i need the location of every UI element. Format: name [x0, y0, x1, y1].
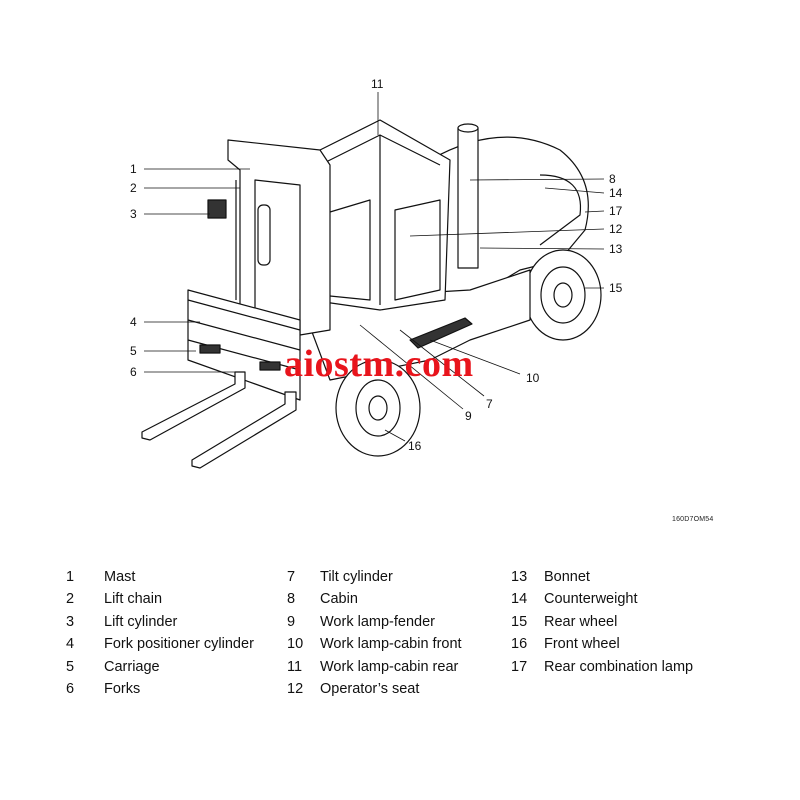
legend-label: Rear combination lamp [544, 658, 694, 675]
lift-cylinder-shape [207, 199, 227, 219]
legend-label: Work lamp-fender [320, 613, 435, 630]
legend-item: 9 Work lamp-fender [287, 611, 462, 633]
legend-label: Fork positioner cylinder [104, 636, 254, 653]
legend-item: 12 Operator’s seat [287, 678, 462, 700]
legend-number: 17 [511, 658, 528, 675]
legend-number: 15 [511, 613, 528, 630]
legend-item: 7 Tilt cylinder [287, 566, 462, 588]
forklift-diagram: 1 2 3 4 5 6 7 8 9 10 11 12 13 14 15 16 1… [130, 77, 623, 469]
legend-number: 11 [287, 658, 303, 675]
legend-item: 15 Rear wheel [511, 611, 693, 633]
watermark: aiostm.com [284, 343, 474, 385]
legend-label: Rear wheel [544, 613, 618, 630]
legend-label: Work lamp-cabin front [320, 636, 462, 653]
callout-1: 1 [130, 162, 137, 176]
fork-right-shape [191, 391, 297, 469]
callout-6: 6 [130, 365, 137, 379]
callout-4: 4 [130, 315, 137, 329]
exhaust-stack-shape [457, 127, 479, 269]
legend-label: Work lamp-cabin rear [320, 658, 459, 675]
callout-15: 15 [609, 281, 623, 295]
rear-wheel-shape [524, 249, 602, 341]
legend-item: 17 Rear combination lamp [511, 656, 693, 678]
legend-number: 14 [511, 591, 528, 608]
legend-item: 13 Bonnet [511, 566, 693, 588]
carriage-shape [187, 289, 301, 401]
mast-shape [227, 139, 331, 336]
callout-17: 17 [609, 204, 623, 218]
legend-number: 8 [287, 591, 296, 608]
legend-number: 7 [287, 569, 296, 585]
legend-number: 9 [287, 613, 296, 630]
legend-number: 2 [66, 591, 75, 608]
legend-number: 1 [66, 569, 75, 585]
callout-labels: 1 2 3 4 5 6 7 8 9 10 11 12 13 14 15 16 1… [130, 77, 623, 453]
callout-3: 3 [130, 207, 137, 221]
legend-item: 8 Cabin [287, 588, 462, 610]
legend-item: 10 Work lamp-cabin front [287, 633, 462, 655]
legend-number: 3 [66, 613, 75, 630]
callout-13: 13 [609, 242, 623, 256]
legend-label: Forks [104, 680, 141, 697]
fork-left-shape [141, 371, 246, 441]
callout-7: 7 [486, 397, 493, 411]
legend-number: 4 [66, 636, 75, 653]
legend-item: 6 Forks [66, 678, 254, 700]
legend-item: 4 Fork positioner cylinder [66, 633, 254, 655]
figure-code: 160D7OM54 [672, 516, 714, 523]
legend-number: 12 [287, 680, 304, 697]
front-wheel-shape [335, 359, 421, 457]
legend-item: 11 Work lamp-cabin rear [287, 656, 462, 678]
legend-item: 2 Lift chain [66, 588, 254, 610]
callout-12: 12 [609, 222, 623, 236]
callout-2: 2 [130, 181, 137, 195]
legend-label: Carriage [104, 658, 160, 675]
leader-lines [144, 92, 605, 442]
legend-item: 5 Carriage [66, 656, 254, 678]
legend-item: 14 Counterweight [511, 588, 693, 610]
legend-label: Counterweight [544, 591, 638, 608]
legend-label: Bonnet [544, 569, 590, 585]
callout-8: 8 [609, 172, 616, 186]
legend-label: Lift chain [104, 591, 163, 608]
legend-label: Mast [104, 569, 136, 585]
legend-item: 1 Mast [66, 566, 254, 588]
legend-item: 3 Lift cylinder [66, 611, 254, 633]
legend-label: Cabin [320, 591, 358, 608]
callout-9: 9 [465, 409, 472, 423]
legend-number: 16 [511, 636, 528, 653]
legend-number: 13 [511, 569, 528, 585]
step-shape [409, 317, 473, 349]
legend-label: Tilt cylinder [320, 569, 393, 585]
legend-item: 16 Front wheel [511, 633, 693, 655]
legend-number: 10 [287, 636, 304, 653]
callout-5: 5 [130, 344, 137, 358]
callout-10: 10 [526, 371, 540, 385]
callout-16: 16 [408, 439, 422, 453]
legend-column-1: 1 Mast 2 Lift chain 3 Lift cylinder 4 Fork p… [66, 566, 254, 700]
legend-label: Front wheel [544, 636, 620, 653]
legend-label: Lift cylinder [104, 613, 178, 630]
legend-number: 5 [66, 658, 75, 675]
callout-14: 14 [609, 186, 623, 200]
forklift-drawing [141, 119, 602, 469]
callout-11: 11 [371, 77, 384, 91]
legend-number: 6 [66, 680, 75, 697]
legend-label: Operator’s seat [320, 680, 420, 697]
legend-column-3: 13 Bonnet 14 Counterweight 15 Rear wheel 16… [511, 566, 693, 678]
